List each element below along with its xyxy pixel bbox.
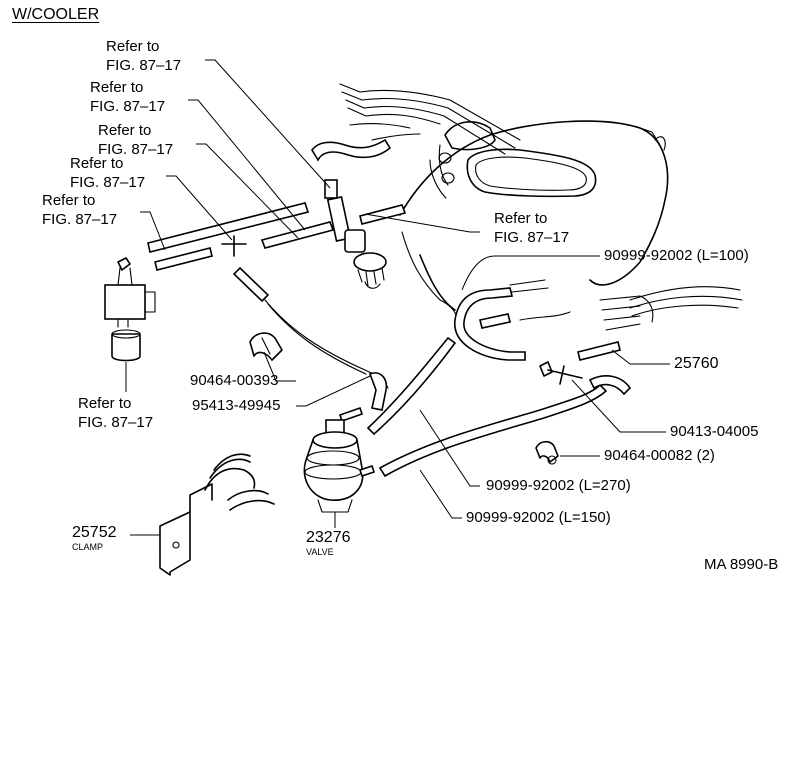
ref-label-7-line1: Refer to [78, 395, 132, 412]
left-sensor [104, 257, 156, 392]
ref-label-2-line1: Refer to [90, 79, 144, 96]
clip-90464-00082 [535, 440, 559, 465]
ref-label-2-line2: FIG. 87–17 [90, 98, 166, 115]
part-hose-l150: 90999-92002 (L=150) [466, 509, 611, 526]
ref-label-5-line2: FIG. 87–17 [42, 211, 118, 228]
clip-90464-00393 [249, 332, 283, 361]
part-25752: 25752 [72, 524, 117, 541]
part-90464-00393: 90464-00393 [190, 372, 279, 389]
ref-label-3-line2: FIG. 87–17 [98, 141, 174, 158]
ref-label-6-line2: FIG. 87–17 [494, 229, 570, 246]
clamp-25752 [130, 453, 275, 576]
diagram-code: MA 8990-B [704, 556, 779, 573]
part-90413-04005: 90413-04005 [670, 423, 759, 440]
part-90464-00082: 90464-00082 (2) [604, 447, 715, 464]
ref-label-1-line2: FIG. 87–17 [106, 57, 182, 74]
ref-label-4-line1: Refer to [70, 155, 124, 172]
ref-label-4-line2: FIG. 87–17 [70, 174, 146, 191]
part-23276: 23276 [306, 529, 351, 546]
ref-label-3-line1: Refer to [98, 122, 152, 139]
ref-label-7-line2: FIG. 87–17 [78, 414, 154, 431]
part-hose-l270: 90999-92002 (L=270) [486, 477, 631, 494]
part-hose-l100: 90999-92002 (L=100) [604, 247, 749, 264]
diagram-header: W/COOLER [12, 6, 100, 23]
vacuum-switch [311, 138, 392, 289]
valve-23276 [303, 372, 388, 528]
ref-label-1-line1: Refer to [106, 38, 160, 55]
right-hoses [366, 287, 632, 478]
part-25760: 25760 [674, 355, 719, 372]
engine-outline [339, 83, 743, 331]
part-95413-49945: 95413-49945 [192, 397, 281, 414]
upper-hoses [147, 202, 407, 389]
ref-label-6-line1: Refer to [494, 210, 548, 227]
part-23276-caption: VALVE [306, 547, 334, 557]
part-25752-caption: CLAMP [72, 542, 104, 552]
leader-lines [140, 59, 670, 519]
ref-label-5-line1: Refer to [42, 192, 96, 209]
